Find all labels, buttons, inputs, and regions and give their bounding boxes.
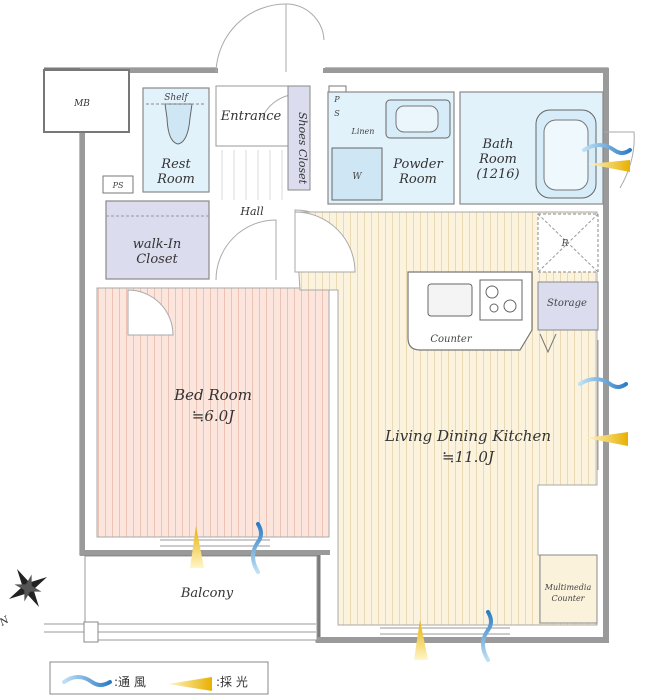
- hall-label: Hall: [239, 205, 264, 218]
- multimedia-counter-label-2: Counter: [551, 594, 585, 603]
- powder-room-label-2: Room: [398, 172, 437, 187]
- multimedia-counter-label-1: Multimedia: [544, 583, 592, 592]
- light-arrow-icon: [190, 526, 204, 568]
- rest-room-label-2: Room: [156, 172, 195, 187]
- counter-label: Counter: [430, 334, 472, 345]
- storage-area: [537, 281, 599, 331]
- mb-shaft: [43, 69, 130, 133]
- compass-rose: N: [0, 568, 48, 629]
- ps-top-label-s: S: [334, 109, 340, 118]
- stove-icon: [479, 279, 523, 321]
- washer-area: [331, 147, 383, 201]
- kitchen-sink-icon: [427, 283, 473, 317]
- bath-room-label-2: Room: [478, 152, 517, 167]
- ps-top-label-p: P: [333, 95, 340, 104]
- mb-label: MB: [73, 99, 90, 109]
- bed-room-label-1: Bed Room: [173, 386, 252, 404]
- ldk-label-2: ≒11.0J: [442, 448, 495, 466]
- walk-in-closet-label-1: walk-In: [133, 237, 182, 252]
- linen-label: Linen: [351, 127, 375, 136]
- walk-in-closet-area: [105, 200, 210, 280]
- entrance-label: Entrance: [220, 109, 282, 124]
- legend: :通 風 :採 光: [49, 661, 269, 695]
- refrigerator-label: R: [561, 239, 569, 249]
- bath-room-label-1: Bath: [482, 137, 514, 152]
- shoes-closet-label: Shoes Closet: [296, 112, 309, 185]
- ldk-label-1: Living Dining Kitchen: [384, 427, 551, 445]
- entrance-tiles: [221, 150, 283, 200]
- light-arrow-icon: [414, 620, 428, 660]
- toilet-icon: [164, 103, 193, 145]
- balcony-label: Balcony: [180, 586, 234, 601]
- multimedia-counter-area: [539, 554, 598, 624]
- powder-room-label-1: Powder: [392, 157, 443, 172]
- washer-label: W: [352, 172, 362, 182]
- shoes-closet-area: [287, 85, 311, 191]
- legend-light-icon: [168, 677, 212, 691]
- rest-room-label-1: Rest: [160, 157, 191, 172]
- ps-left-label: PS: [112, 181, 124, 190]
- walk-in-closet-label-2: Closet: [136, 252, 178, 267]
- wind-arrow-icon: [578, 377, 628, 389]
- storage-label: Storage: [547, 298, 587, 309]
- compass-north-label: N: [0, 614, 12, 629]
- balcony-area: [84, 555, 318, 641]
- wind-arrow-icon: [582, 143, 632, 155]
- shelf-label: Shelf: [164, 93, 189, 103]
- bed-room-label-2: ≒6.0J: [192, 407, 235, 425]
- wall-fill: [80, 68, 609, 643]
- light-arrow-icon: [586, 432, 628, 446]
- wind-light-markers: [190, 143, 632, 662]
- wind-arrow-icon: [481, 610, 493, 662]
- legend-wind-icon: [62, 675, 112, 687]
- legend-wind-label: :通 風: [114, 675, 146, 689]
- wind-arrow-icon: [251, 522, 263, 574]
- entrance-area: [215, 85, 289, 147]
- bath-room-label-3: (1216): [476, 167, 519, 182]
- light-arrow-icon: [588, 160, 630, 172]
- ps-left: [102, 175, 134, 194]
- legend-light-label: :採 光: [216, 675, 248, 689]
